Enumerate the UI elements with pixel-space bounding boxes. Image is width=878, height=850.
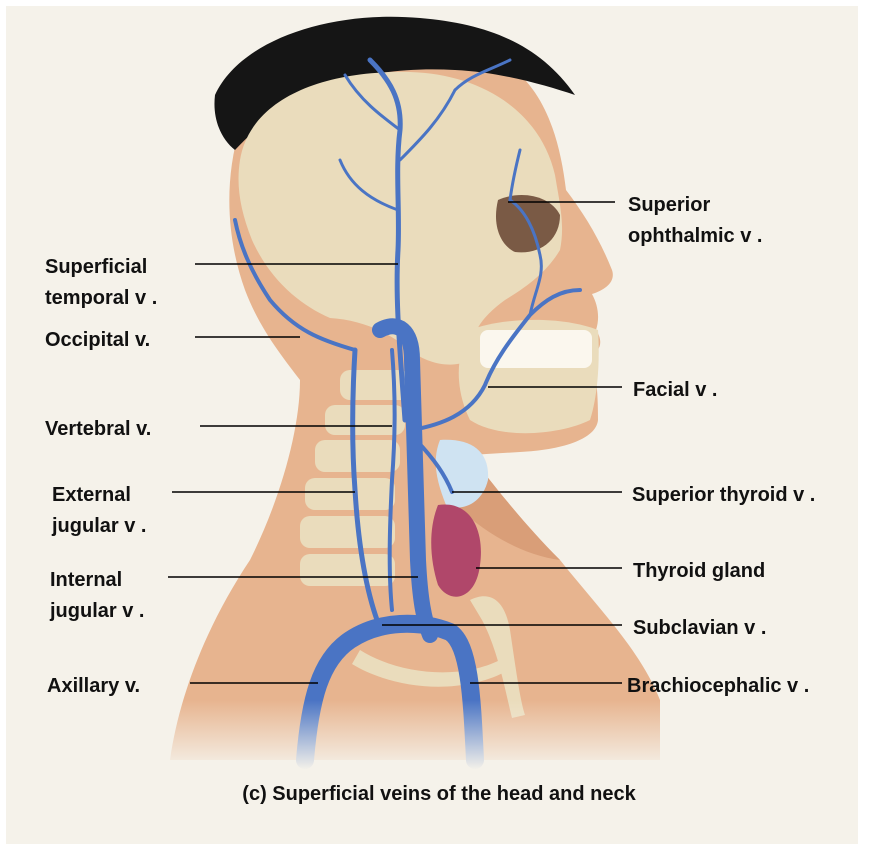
label-superior-ophthalmic-v: Superior ophthalmic v . [628, 190, 762, 252]
figure-caption: (c) Superficial veins of the head and ne… [0, 783, 878, 806]
label-external-jugular-v: External jugular v . [52, 480, 146, 542]
label-superior-thyroid-v: Superior thyroid v . [632, 480, 815, 511]
label-internal-jugular-v: Internal jugular v . [50, 565, 144, 627]
label-thyroid-gland: Thyroid gland [633, 556, 765, 587]
label-subclavian-v: Subclavian v . [633, 613, 766, 644]
label-occipital-v: Occipital v. [45, 325, 150, 356]
label-facial-v: Facial v . [633, 375, 718, 406]
label-vertebral-v: Vertebral v. [45, 414, 151, 445]
label-brachiocephalic-v: Brachiocephalic v . [627, 671, 809, 702]
bottom-fade [160, 700, 680, 770]
label-axillary-v: Axillary v. [47, 671, 140, 702]
label-superficial-temporal-v: Superficial temporal v . [45, 252, 157, 314]
